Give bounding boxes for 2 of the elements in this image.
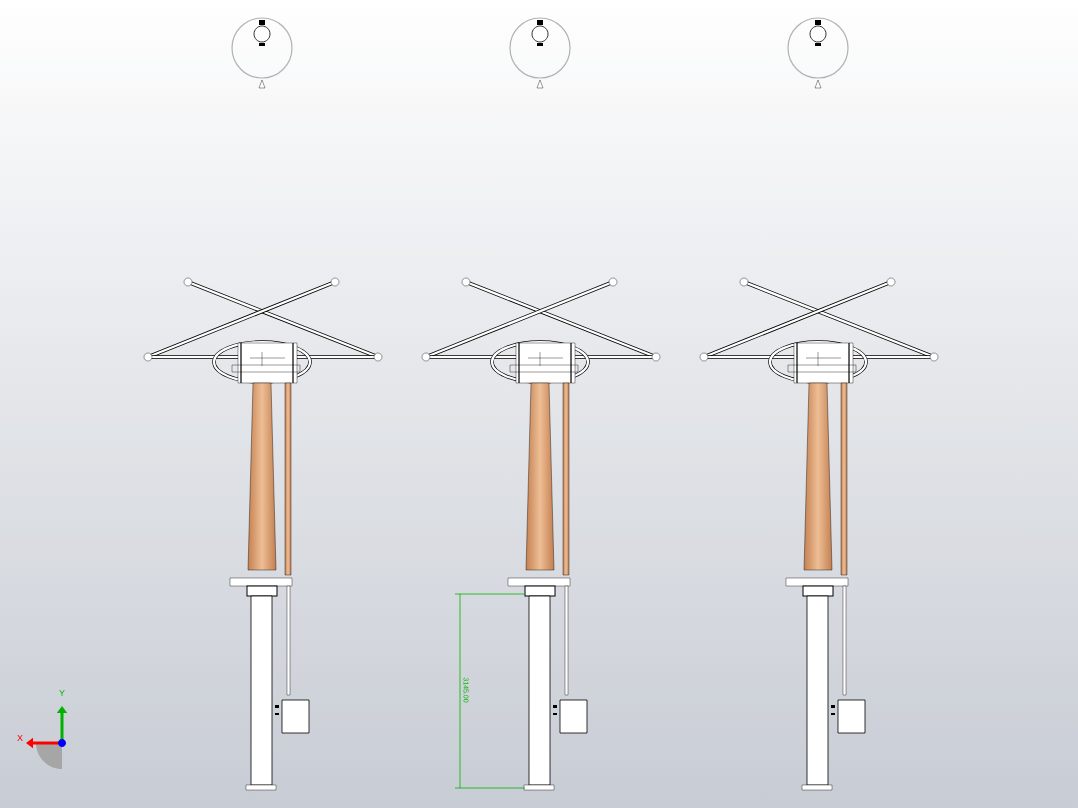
axis-label: Y bbox=[59, 689, 65, 697]
axis-label: X bbox=[17, 734, 23, 742]
